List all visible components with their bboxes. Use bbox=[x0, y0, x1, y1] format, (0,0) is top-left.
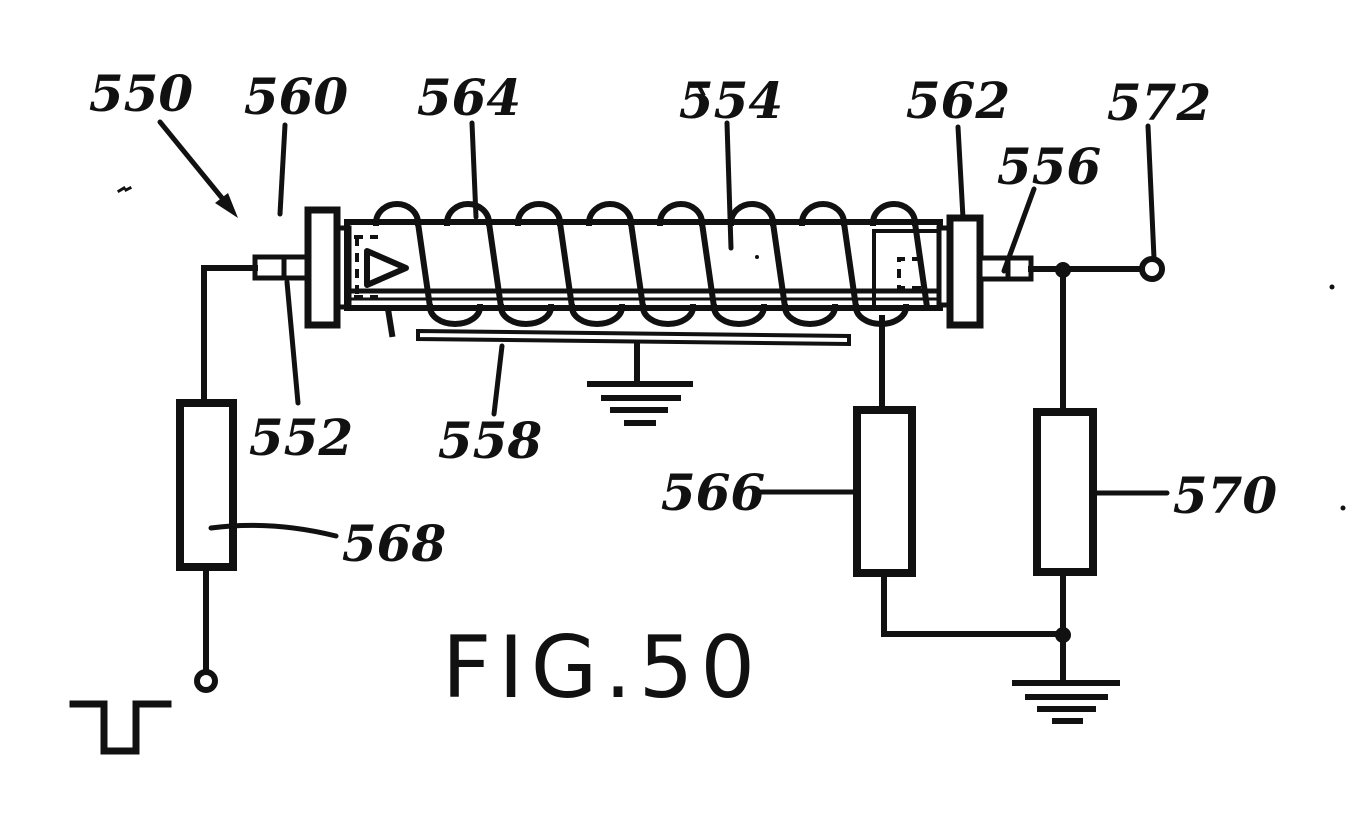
ink-speck bbox=[1329, 284, 1335, 290]
coil-start-stub bbox=[384, 305, 396, 338]
ref-label-564: 564 bbox=[417, 68, 521, 127]
leader-572 bbox=[1145, 123, 1157, 261]
ref-label-554: 554 bbox=[679, 71, 783, 130]
ink-speck bbox=[696, 83, 706, 97]
ref-label-562: 562 bbox=[906, 71, 1010, 130]
resistor-566 bbox=[853, 406, 916, 577]
ref-label-566: 566 bbox=[661, 463, 765, 522]
leader-552 bbox=[284, 279, 301, 406]
leader-556 bbox=[1001, 186, 1037, 274]
resistor-568 bbox=[176, 399, 237, 571]
ref-label-572: 572 bbox=[1107, 73, 1211, 132]
output-terminal-572 bbox=[1139, 256, 1165, 282]
ink-speck bbox=[1340, 505, 1346, 511]
coil-top-turns bbox=[372, 201, 919, 227]
coil-bottom-turns bbox=[426, 303, 910, 327]
leader-lines bbox=[157, 119, 1170, 539]
leader-560 bbox=[277, 122, 288, 217]
leader-564 bbox=[469, 120, 479, 220]
ref-label-552: 552 bbox=[249, 408, 353, 467]
wire-566-to-junction bbox=[881, 570, 1066, 637]
coil-winding-564 bbox=[372, 201, 931, 413]
ref-label-558: 558 bbox=[438, 411, 542, 470]
ground-symbol-center bbox=[587, 381, 693, 426]
scan-specks bbox=[116, 83, 1346, 511]
leader-550 bbox=[157, 119, 225, 201]
input-terminal bbox=[194, 669, 218, 693]
reference-numerals: 550 560 564 554 562 556 572 552 558 568 … bbox=[89, 64, 1278, 573]
input-wire bbox=[201, 265, 258, 407]
left-pin-552 bbox=[252, 254, 310, 281]
leader-568 bbox=[208, 522, 339, 539]
input-branch bbox=[69, 254, 310, 755]
leader-562 bbox=[955, 124, 966, 221]
leader-558 bbox=[491, 343, 505, 417]
collector-bracket-right bbox=[897, 257, 921, 290]
ref-label-556: 556 bbox=[997, 137, 1101, 196]
figure-title: FIG.50 bbox=[442, 618, 762, 718]
output-branch bbox=[853, 256, 1165, 724]
beam-arrow-icon bbox=[364, 248, 409, 288]
ink-speck bbox=[755, 255, 759, 259]
ground-plate-558 bbox=[416, 328, 851, 347]
ref-label-568: 568 bbox=[342, 514, 446, 573]
cathode-bracket-left-arms bbox=[354, 235, 378, 299]
end-cap-left-560 bbox=[304, 206, 341, 329]
ref-label-550: 550 bbox=[89, 64, 194, 123]
pulse-waveform-icon bbox=[69, 700, 172, 755]
leader-554 bbox=[724, 120, 734, 251]
ref-label-570: 570 bbox=[1173, 466, 1278, 525]
coil-front-strands bbox=[414, 219, 931, 311]
resistor-570 bbox=[1033, 408, 1097, 576]
junction-dot-bottom bbox=[1055, 627, 1071, 643]
ground-symbol-right bbox=[1012, 680, 1120, 724]
ground-plate-branch bbox=[416, 328, 851, 426]
ref-label-560: 560 bbox=[244, 67, 349, 126]
end-cap-right-562 bbox=[946, 214, 984, 329]
leader-550-arrowhead-icon bbox=[215, 193, 238, 218]
ink-speck bbox=[116, 185, 133, 194]
